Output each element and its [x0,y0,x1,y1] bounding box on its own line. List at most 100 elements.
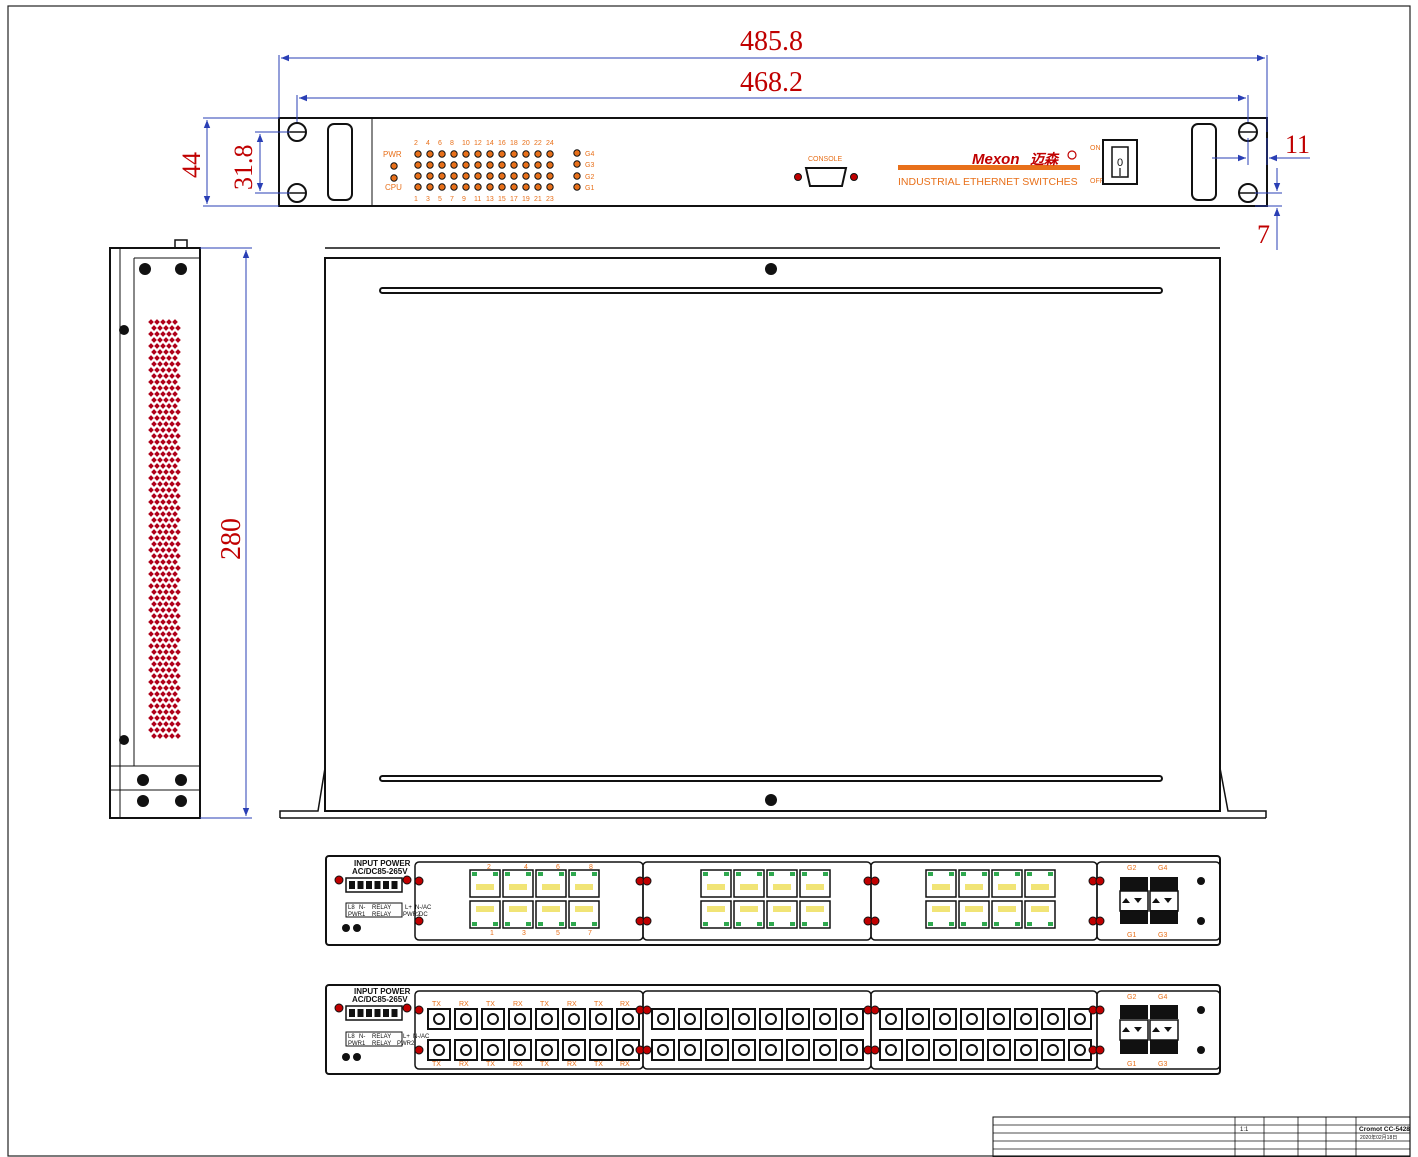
rj45-port [733,869,765,898]
vent-hole [175,373,181,379]
vent-hole [175,625,181,631]
vent-hole [166,427,172,433]
fiber-port [678,1039,702,1061]
fiber-port [651,1039,675,1061]
module-screw [1095,876,1105,886]
fiber-port [987,1008,1011,1030]
vent-hole [166,487,172,493]
vent-hole [148,607,154,613]
vent-hole [151,613,157,619]
fiber-label: TX [594,1001,603,1008]
vent-hole [157,433,163,439]
vent-hole [172,511,178,517]
hole-offset-dimension: 7 [1257,220,1270,249]
vent-hole [154,451,160,457]
input-power-range: AC/DC85-265V [352,867,408,876]
drawing-date: 2020年02月18日 [1360,1134,1397,1141]
fiber-port [705,1008,729,1030]
vent-hole [163,481,169,487]
fiber-port [535,1039,559,1061]
vent-hole [148,619,154,625]
port-number: 20 [522,140,530,147]
fiber-label: TX [432,1001,441,1008]
sfp-cage [1120,1005,1148,1019]
vent-hole [163,409,169,415]
vent-hole [169,409,175,415]
vent-hole [154,535,160,541]
fiber-port [1068,1008,1092,1030]
vent-hole [154,403,160,409]
vent-hole [148,427,154,433]
terminal-screw [402,1003,412,1013]
vent-hole [175,349,181,355]
rj45-port [799,900,831,929]
vent-hole [166,451,172,457]
vent-hole [157,397,163,403]
port-number: 22 [534,140,542,147]
module-screw [414,876,424,886]
port-number: 2 [487,864,491,871]
vent-hole [163,517,169,523]
vent-hole [166,523,172,529]
vent-hole [151,481,157,487]
vent-hole [172,631,178,637]
vent-hole [166,535,172,541]
port-led [414,161,422,169]
rj45-port [766,900,798,929]
vent-hole [148,415,154,421]
port-number: 3 [522,930,526,937]
vent-hole [175,325,181,331]
vent-hole [157,625,163,631]
port-number: 7 [450,196,454,203]
bottom-rib [379,775,1163,782]
uplink-led [573,183,581,191]
vent-hole [172,319,178,325]
vent-hole [160,355,166,361]
terminal-pin [366,1009,372,1017]
handle-slot [1191,123,1217,201]
vent-hole [151,541,157,547]
port-led [546,183,554,191]
vent-hole [157,553,163,559]
vent-hole [148,631,154,637]
vent-hole [160,487,166,493]
vent-hole [175,721,181,727]
vent-hole [163,709,169,715]
vent-hole [172,679,178,685]
vent-hole [151,649,157,655]
vent-hole [169,385,175,391]
vent-hole [175,337,181,343]
screw [765,263,777,275]
vent-hole [172,655,178,661]
port-led [498,183,506,191]
vent-hole [151,421,157,427]
module-screw [1095,1005,1105,1015]
relay-label: N-/AC [415,905,432,911]
uplink-label: G2 [585,174,594,181]
fiber-port [732,1039,756,1061]
port-led [474,161,482,169]
port-led [486,172,494,180]
vent-hole [151,637,157,643]
vent-hole [166,355,172,361]
port-led-grid [414,150,554,191]
vent-hole [160,571,166,577]
vent-hole [175,601,181,607]
port-number: 5 [438,196,442,203]
vent-hole [160,547,166,553]
fiber-ports [414,1005,1205,1061]
fiber-port [879,1008,903,1030]
vent-hole [172,355,178,361]
port-number: 7 [588,930,592,937]
port-number: 21 [534,196,542,203]
vent-hole [166,511,172,517]
vent-hole [175,685,181,691]
rj45-port [568,900,600,929]
vent-hole [175,709,181,715]
vent-hole [157,409,163,415]
vent-hole [163,697,169,703]
cpu-led [390,174,398,182]
vent-hole [151,445,157,451]
fiber-port [651,1008,675,1030]
vent-hole [157,469,163,475]
